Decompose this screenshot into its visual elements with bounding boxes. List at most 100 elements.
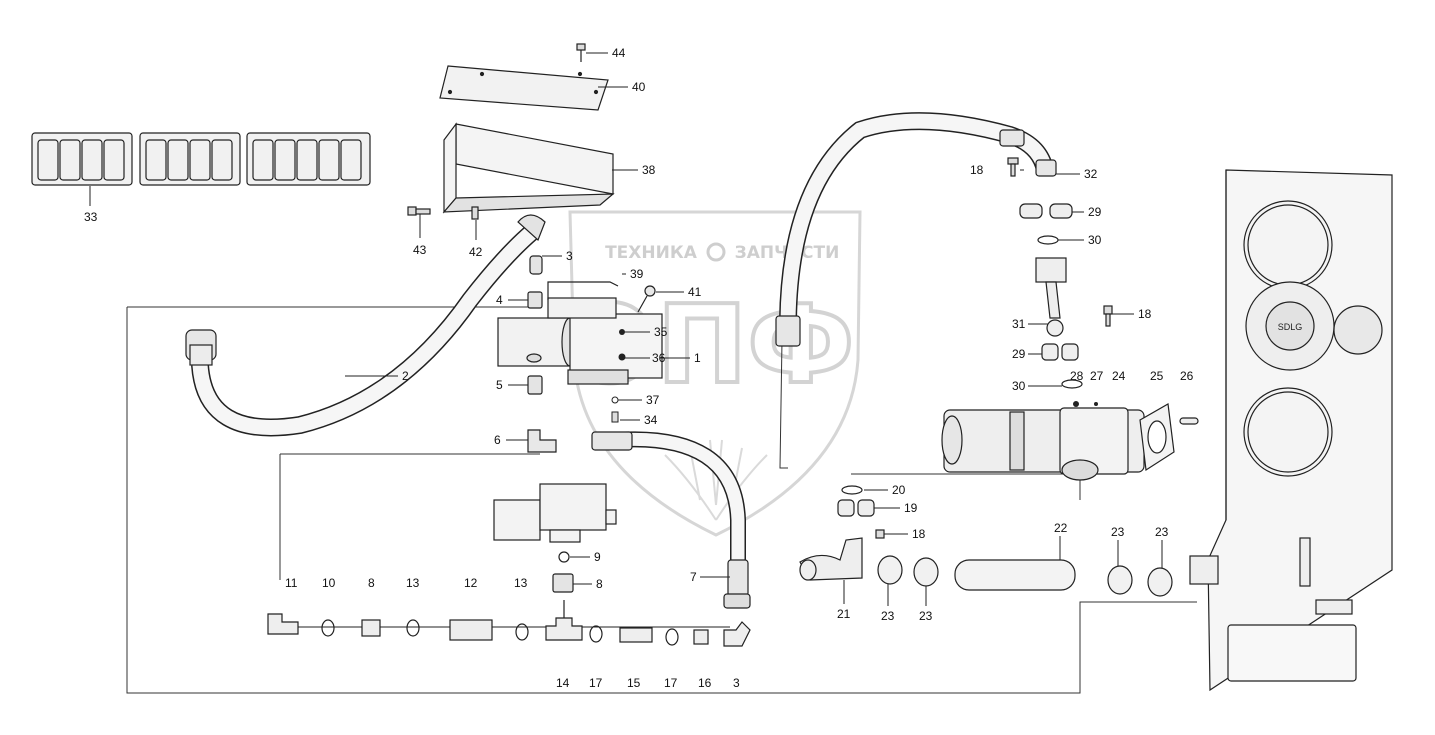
- label-35: 35: [654, 325, 668, 339]
- bolt-18-low: [875, 529, 885, 539]
- watermark-top-text: ТЕХНИКА: [605, 243, 698, 263]
- clamp-29-mid: [1041, 343, 1079, 361]
- fuse-block-33: [31, 132, 371, 186]
- label-23-d: 23: [1155, 525, 1169, 539]
- label-41: 41: [688, 285, 702, 299]
- hose-2: [185, 214, 546, 437]
- label-42: 42: [469, 245, 483, 259]
- label-32: 32: [1084, 167, 1098, 181]
- label-40: 40: [632, 80, 646, 94]
- filter-assembly-1: [497, 297, 663, 385]
- label-8-upper: 8: [596, 577, 603, 591]
- label-39: 39: [630, 267, 644, 281]
- valve-block: [493, 483, 617, 543]
- clamp-19: [837, 499, 875, 517]
- label-25: 25: [1150, 369, 1164, 383]
- label-1: 1: [694, 351, 701, 365]
- label-10: 10: [322, 576, 336, 590]
- label-38: 38: [642, 163, 656, 177]
- label-28: 28: [1070, 369, 1084, 383]
- label-7: 7: [690, 570, 697, 584]
- oring-30-mid: [1061, 379, 1083, 389]
- label-5: 5: [496, 378, 503, 392]
- label-18-mid: 18: [1138, 307, 1152, 321]
- fitting-3: [529, 255, 543, 275]
- label-37: 37: [646, 393, 660, 407]
- gear-icon: [706, 242, 726, 262]
- label-20: 20: [892, 483, 906, 497]
- elbow-21: [799, 537, 863, 581]
- label-29-mid: 29: [1012, 347, 1026, 361]
- label-3-top: 3: [566, 249, 573, 263]
- label-19: 19: [904, 501, 918, 515]
- label-18-top: 18: [970, 163, 984, 177]
- label-6: 6: [494, 433, 501, 447]
- terminal-41: [637, 285, 656, 313]
- label-27: 27: [1090, 369, 1104, 383]
- label-15: 15: [627, 676, 641, 690]
- label-2: 2: [402, 369, 409, 383]
- part-labels: 44 40 38 33 43 42 3 39 41 4 35 36 1 5 2 …: [84, 46, 1194, 690]
- label-3-bottom: 3: [733, 676, 740, 690]
- label-22: 22: [1054, 521, 1068, 535]
- label-36: 36: [652, 351, 666, 365]
- label-31: 31: [1012, 317, 1026, 331]
- bolt-34: [611, 411, 619, 423]
- label-30-mid: 30: [1012, 379, 1026, 393]
- fitting-5: [527, 375, 543, 395]
- label-44: 44: [612, 46, 626, 60]
- label-13-b: 13: [514, 576, 528, 590]
- label-11: 11: [285, 576, 298, 590]
- clamp-29-top: [1019, 203, 1073, 219]
- label-14: 14: [556, 676, 570, 690]
- label-24: 24: [1112, 369, 1126, 383]
- label-18-low: 18: [912, 527, 926, 541]
- pump-24: [941, 407, 1145, 481]
- pin-26: [1179, 417, 1199, 425]
- wire-39: [547, 281, 619, 300]
- nut-42: [471, 206, 479, 220]
- cover-plate-40: [439, 65, 609, 111]
- label-26: 26: [1180, 369, 1194, 383]
- label-23-c: 23: [1111, 525, 1125, 539]
- bolt-44: [576, 43, 586, 62]
- oring-9: [558, 551, 570, 563]
- label-16: 16: [698, 676, 712, 690]
- label-43: 43: [413, 243, 427, 257]
- label-33: 33: [84, 210, 98, 224]
- label-23-a: 23: [881, 609, 895, 623]
- leader-lines: [89, 52, 1163, 606]
- label-29-top: 29: [1088, 205, 1102, 219]
- flange-31: [1035, 257, 1067, 337]
- svg-text:SDLG: SDLG: [1278, 322, 1303, 332]
- label-30-top: 30: [1088, 233, 1102, 247]
- gasket-25: [1139, 403, 1175, 472]
- hose-main-upper: [775, 112, 1057, 347]
- label-21: 21: [837, 607, 851, 621]
- hose-22: [954, 559, 1076, 591]
- nut-36: [618, 353, 626, 361]
- label-17-a: 17: [589, 676, 603, 690]
- label-8-lower: 8: [368, 576, 375, 590]
- label-23-b: 23: [919, 609, 933, 623]
- oring-20: [841, 485, 863, 495]
- label-9: 9: [594, 550, 601, 564]
- bottom-line: [267, 600, 751, 647]
- label-13-a: 13: [406, 576, 420, 590]
- bolt-18-top: [1007, 157, 1019, 177]
- fitting-8-upper: [552, 573, 574, 593]
- bracket-38: [442, 122, 615, 214]
- elbow-6: [527, 429, 557, 453]
- bolt-43: [407, 206, 431, 216]
- oring-30-top: [1037, 235, 1059, 245]
- small-parts-28-27: [1073, 401, 1098, 407]
- hose-7: [591, 431, 751, 609]
- fitting-4: [527, 291, 543, 309]
- bolt-18-mid: [1103, 305, 1113, 327]
- label-17-b: 17: [664, 676, 678, 690]
- clamps-23: [877, 555, 1173, 597]
- label-12: 12: [464, 576, 478, 590]
- label-34: 34: [644, 413, 658, 427]
